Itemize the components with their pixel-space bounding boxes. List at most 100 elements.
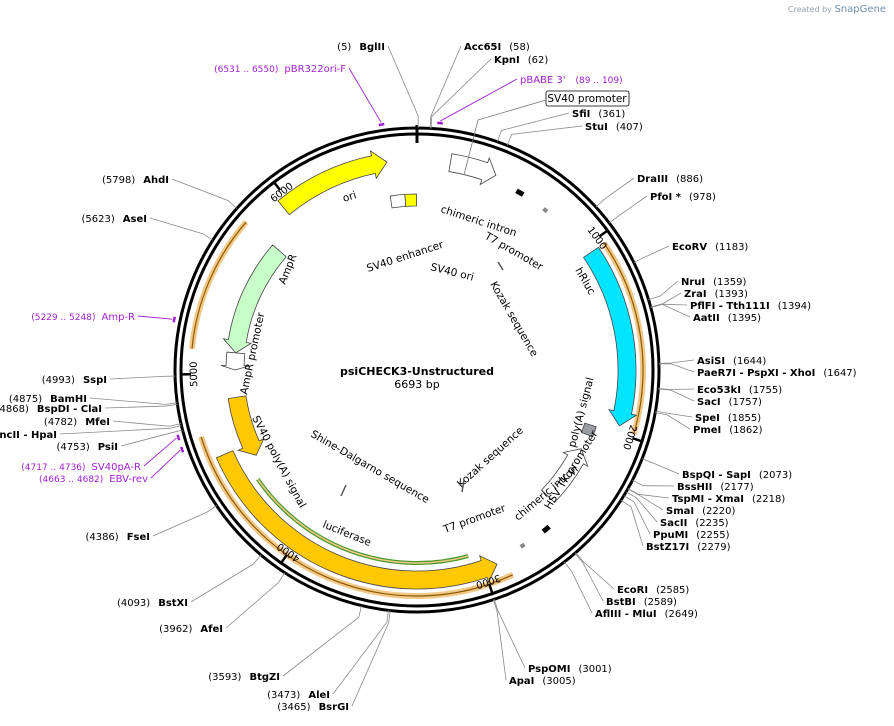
chimeric-intron-block-2: [541, 524, 551, 534]
sv40-ori-label: SV40 ori: [429, 261, 475, 283]
enzyme-leader-bspqi-sapi: [642, 458, 680, 475]
enzyme-leader-acc65i: [429, 45, 462, 129]
enzyme-label-mfei: (4782)MfeI: [44, 417, 110, 428]
enzyme-label-ecorv: EcoRV(1183): [672, 242, 748, 253]
enzyme-label-afei: (3962)AfeI: [159, 624, 223, 635]
enzyme-leader-ecori: [575, 552, 615, 590]
enzyme-label-sacii: SacII(2235): [660, 518, 729, 529]
enzyme-leader-afliii-mlui: [564, 561, 593, 614]
luciferase-label: luciferase: [321, 519, 373, 549]
enzyme-label-ecori: EcoRI(2585): [617, 585, 689, 596]
enzyme-label-bamhi: (4875)BamHI: [9, 394, 87, 405]
enzyme-label-btgzi: (3593)BtgZI: [208, 672, 280, 683]
enzyme-label-bstbi: BstBI(2589): [606, 597, 677, 608]
enzyme-label-bstxi: (4093)BstXI: [117, 598, 188, 609]
chimeric-intron-bottom-label: chimeric intron: [512, 463, 580, 523]
primer-label-ebv-rev: (4663 .. 4682)EBV-rev: [39, 474, 148, 485]
tick-mark-3000: [488, 583, 494, 595]
enzyme-label-sfii: SfiI(361): [572, 109, 625, 120]
primer-leader-sv40pa-r: [143, 437, 177, 467]
feature-hsv-tk-promoter: [541, 448, 589, 504]
primer-leader-ebv-rev: [150, 449, 181, 479]
enzyme-leader-bglii: [387, 45, 419, 129]
feature-luciferase: [215, 450, 498, 590]
shine-dalgarno-label: Shine-Dalgarno sequence: [309, 428, 432, 506]
orf-arc-line-hrluc: [603, 243, 644, 435]
enzyme-leader-mfei: [112, 420, 182, 427]
tick-label-5000: 5000: [189, 361, 200, 387]
kozak-top-mark: [497, 261, 504, 271]
snapgene-logo: SnapGene: [834, 4, 886, 15]
enzyme-label-hincii-hpai: (4773)HincII - HpaI: [0, 430, 57, 441]
enzyme-leader-smai: [627, 488, 664, 511]
orf-arc-line-luciferase: [200, 436, 514, 597]
t7-promoter-bottom-label: T7 promoter: [441, 502, 508, 536]
enzyme-label-kpni: KpnI(62): [494, 55, 548, 66]
enzyme-leader-pfoi: [609, 195, 648, 224]
enzyme-label-bsrgi: (3465)BsrGI: [277, 702, 349, 713]
tick-mark-6000: [273, 181, 282, 191]
enzyme-label-draiii: DraIII(886): [637, 174, 703, 185]
enzyme-leader-stui: [506, 125, 583, 146]
sv40-promoter-leader: [477, 99, 547, 121]
enzyme-label-bspdi-clai: (4868)BspDI - ClaI: [0, 404, 102, 415]
enzyme-leader-saci: [658, 388, 695, 402]
feature-sv40-ori: [404, 193, 417, 207]
enzyme-label-eco53ki: Eco53kI(1755): [697, 385, 782, 396]
enzyme-label-aatii: AatII(1395): [693, 313, 761, 324]
enzyme-leader-draiii: [595, 177, 635, 208]
enzyme-label-asisi: AsiSI(1644): [697, 356, 766, 367]
enzyme-label-pflfi-tth111i: PflFI - Tth111I(1394): [690, 301, 811, 312]
enzyme-label-fsei: (4386)FseI: [85, 532, 150, 543]
chimeric-intron-block-1: [515, 188, 525, 197]
primer-leader-pbr322ori-f: [348, 67, 382, 123]
enzyme-label-ahdi: (5798)AhdI: [102, 175, 169, 186]
shine-dalgarno-mark: [340, 484, 347, 497]
primer-mark-ebv-rev: [180, 446, 185, 453]
kozak-top-label: Kozak sequence: [487, 280, 540, 359]
kozak-bottom-mark: [461, 479, 465, 493]
snapgene-watermark: Created by SnapGene: [788, 4, 886, 15]
enzyme-leader-kpni: [430, 58, 492, 129]
tick-mark-1000: [598, 229, 609, 238]
enzyme-leader-alei: [332, 610, 389, 695]
enzyme-label-ppumi: PpuMI(2255): [653, 530, 730, 541]
luciferase-inner-bar-core: [257, 478, 469, 564]
tick-mark-4000: [280, 554, 288, 564]
enzyme-label-bglii: (5)BglII: [337, 42, 385, 53]
feature-sv40-enhancer: [389, 193, 407, 209]
enzyme-label-bspqi-sapi: BspQI - SapI(2073): [682, 470, 792, 481]
enzyme-leader-nrui: [648, 280, 679, 301]
feature-ampr: [222, 244, 287, 354]
t7-promoter-mark-1: [542, 207, 549, 214]
enzyme-leader-sacii: [625, 491, 658, 523]
feature-ampr-promoter: [220, 351, 250, 371]
orf-arcs: [189, 220, 646, 599]
primer-label-sv40pa-r: (4717 .. 4736)SV40pA-R: [21, 462, 141, 473]
enzyme-label-afliii-mlui: AflIII - MluI(2649): [595, 609, 698, 620]
kozak-bottom-label: Kozak sequence: [455, 425, 526, 491]
feature-ori: [277, 149, 388, 216]
primer-mark-pbabe-3: [437, 121, 443, 125]
feature-sv40-poly-a-signal: [227, 395, 265, 456]
enzyme-leader-apai: [492, 599, 507, 681]
sv40-promoter-leader-2: [463, 119, 479, 176]
plasmid-name: psiCHECK3-Unstructured: [340, 365, 494, 378]
primer-leader-amp-r: [137, 315, 173, 320]
enzyme-leader-paer7i-pspxi-xhoi: [658, 363, 695, 373]
enzyme-leader-sfii: [497, 112, 570, 142]
enzyme-leader-bamhi: [89, 397, 178, 405]
enzyme-label-bstz17i: BstZ17I(2279): [646, 542, 731, 553]
enzyme-label-sspi: (4993)SspI: [42, 375, 107, 386]
feature-layer: [215, 149, 638, 590]
primer-mark-amp-r: [172, 316, 176, 323]
orf-arc-line-ampr: [191, 221, 247, 349]
enzyme-leader-asisi: [658, 359, 695, 364]
enzyme-leader-ecorv: [633, 245, 670, 263]
enzyme-leader-psii: [120, 429, 183, 447]
enzyme-leader-spei: [655, 410, 693, 418]
feature-poly-a-signal: [581, 422, 597, 438]
primer-label-amp-r: (5229 .. 5248)Amp-R: [31, 312, 135, 323]
enzyme-leader-ppumi: [623, 495, 651, 535]
